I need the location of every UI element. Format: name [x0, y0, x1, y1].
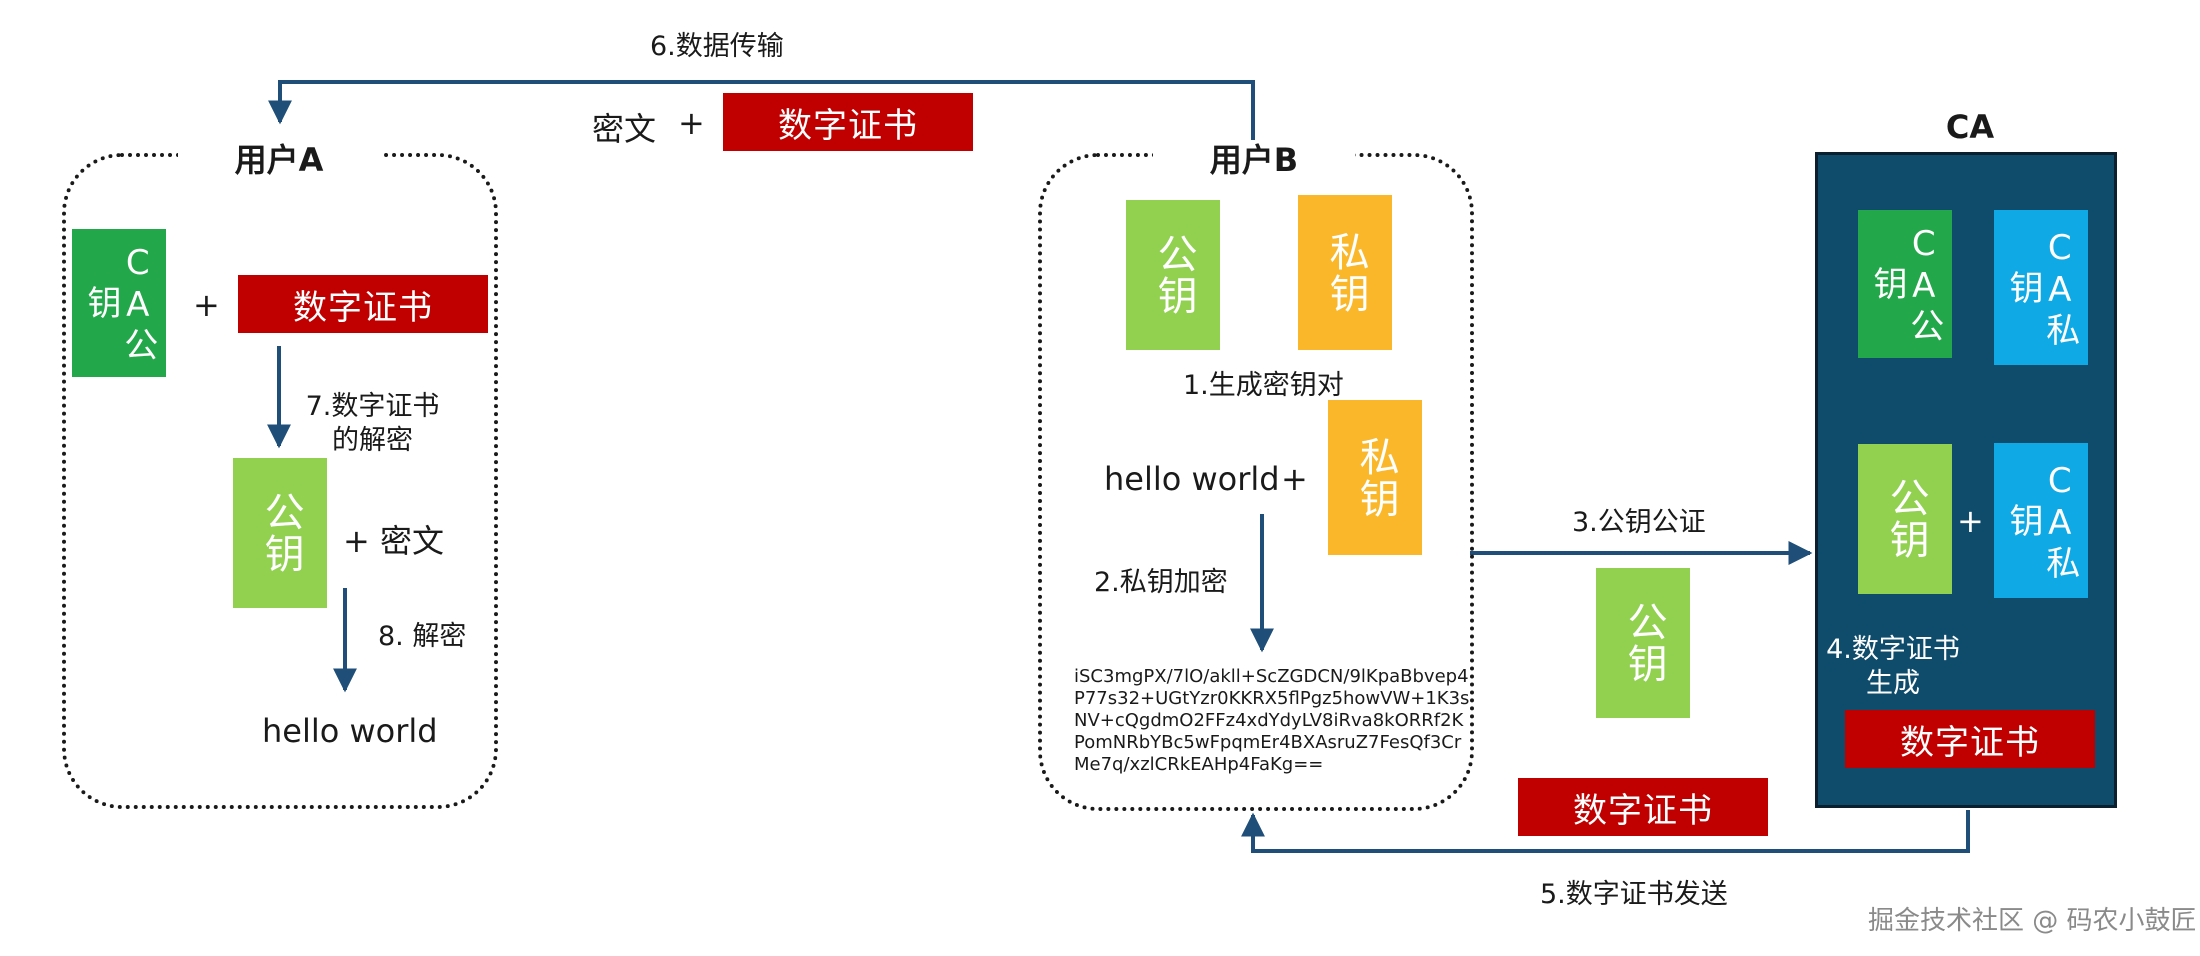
ca-public-key-box: CA公钥 — [72, 229, 166, 377]
step7-line2: 的解密 — [332, 425, 413, 456]
user-a-result-text: hello world — [262, 712, 438, 750]
plus-sign: + — [678, 104, 705, 142]
user-a-title: 用户A — [234, 141, 324, 179]
arrow-step5 — [1241, 810, 1970, 853]
step7-line1: 7.数字证书 — [305, 391, 440, 422]
user-a-certificate: 数字证书 — [238, 275, 488, 333]
cipher-line: iSC3mgPX/7lO/akll+ScZGDCN/9lKpaBbvep4 — [1074, 666, 1469, 687]
arrow-data-transfer — [268, 80, 1255, 148]
public-key-box: 公钥 — [1126, 200, 1220, 350]
plus-ciphertext-label: + 密文 — [343, 522, 444, 560]
step3-label: 3.公钥公证 — [1572, 507, 1706, 538]
public-key-box: 公钥 — [1858, 444, 1952, 594]
plus-sign: + — [1281, 460, 1308, 498]
cipher-line: PomNRbYBc5wFpqmEr4BXAsruZ7FesQf3Cr — [1074, 732, 1462, 753]
step1-label: 1.生成密钥对 — [1183, 370, 1344, 401]
ca-private-key-box: CA私钥 — [1994, 210, 2088, 365]
transfer-certificate: 数字证书 — [723, 93, 973, 151]
step4-line1: 4.数字证书 — [1826, 634, 1960, 665]
step8-label: 8. 解密 — [378, 621, 467, 652]
ciphertext-label: 密文 — [592, 110, 657, 148]
user-b-title: 用户B — [1209, 141, 1299, 179]
notarized-public-key-box: 公钥 — [1596, 568, 1690, 718]
ca-generated-certificate: 数字证书 — [1845, 710, 2095, 768]
step7-label: 7.数字证书 的解密 — [300, 390, 445, 458]
step4-line2: 生成 — [1866, 668, 1920, 699]
plaintext-message: hello world — [1104, 460, 1280, 498]
public-key-box: 公钥 — [233, 458, 327, 608]
step6-label: 6.数据传输 — [650, 31, 784, 62]
plus-sign: + — [1957, 502, 1984, 540]
step2-label: 2.私钥加密 — [1094, 567, 1228, 598]
sent-certificate: 数字证书 — [1518, 778, 1768, 836]
cipher-line: Me7q/xzlCRkEAHp4FaKg== — [1074, 754, 1324, 775]
ca-public-key-box: CA公钥 — [1858, 210, 1952, 358]
plus-sign: + — [193, 286, 220, 324]
cipher-line: P77s32+UGtYzr0KKRX5flPgz5howVW+1K3s — [1074, 688, 1470, 709]
private-key-box-2: 私钥 — [1328, 400, 1422, 555]
watermark: 掘金技术社区 @ 码农小鼓匠 — [1868, 906, 2197, 936]
ca-private-key-box-2: CA私钥 — [1994, 443, 2088, 598]
cipher-line: NV+cQgdmO2FFz4xdYdyLV8iRva8kORRf2K — [1074, 710, 1464, 731]
private-key-box: 私钥 — [1298, 195, 1392, 350]
ca-title: CA — [1945, 108, 1995, 146]
step5-label: 5.数字证书发送 — [1540, 879, 1728, 910]
step4-label: 4.数字证书 生成 — [1818, 633, 1968, 701]
